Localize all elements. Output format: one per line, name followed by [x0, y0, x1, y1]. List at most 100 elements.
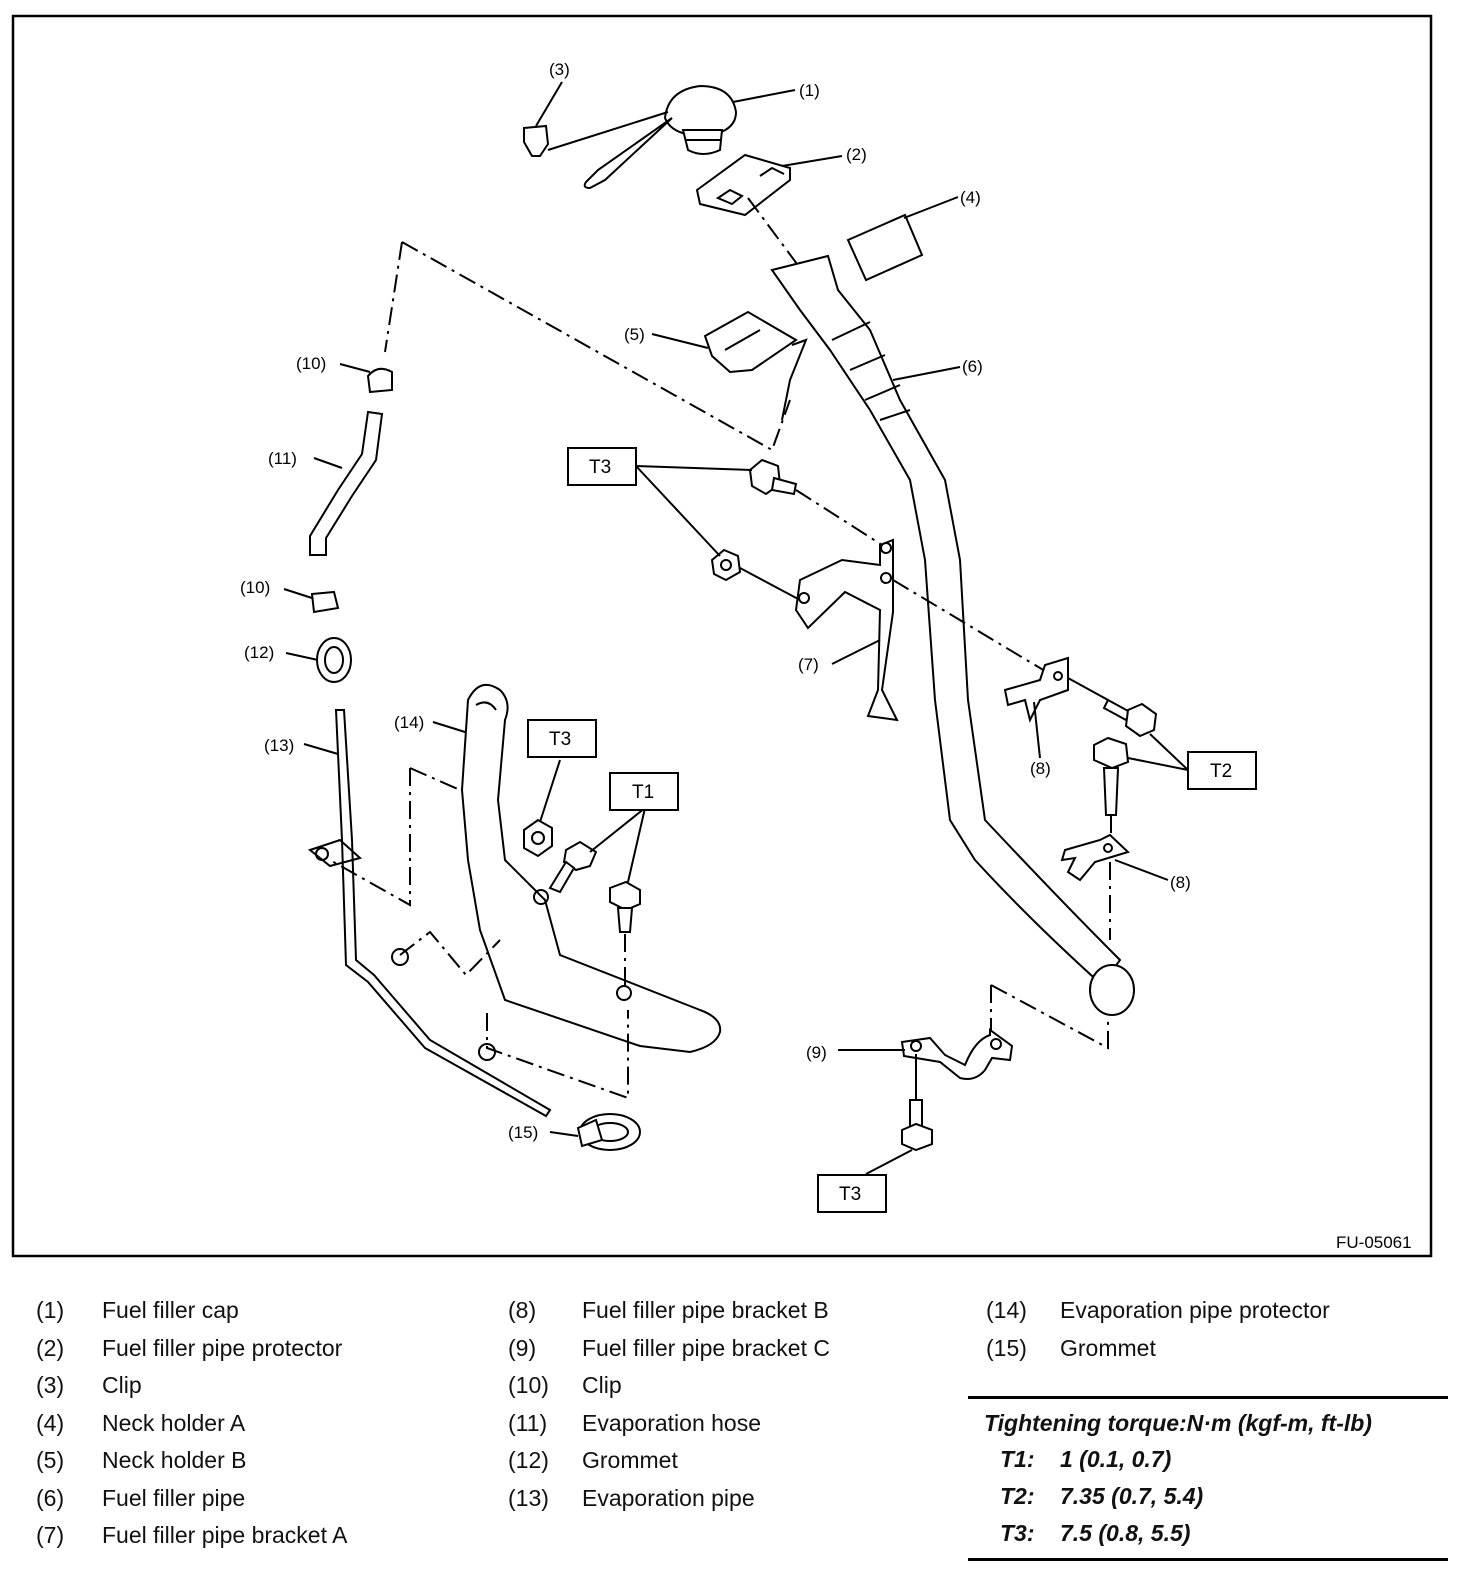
legend-label: Neck holder B — [102, 1447, 247, 1474]
torque-key: T2: — [1000, 1483, 1035, 1509]
legend-number: (13) — [508, 1484, 549, 1511]
legend-label: Fuel filler pipe bracket B — [582, 1297, 829, 1324]
legend-label: Evaporation pipe — [582, 1484, 755, 1511]
bolt-t1-a-part — [548, 840, 598, 894]
legend-label: Neck holder A — [102, 1409, 246, 1436]
legend-item: (3)Clip — [36, 1367, 347, 1405]
legend-number: (14) — [986, 1297, 1027, 1324]
exploded-parts-diagram: .ln { stroke:#000; stroke-width:2; fill:… — [11, 14, 1433, 1258]
torque-tag-t1: T1 — [632, 782, 654, 803]
torque-tag-t3-top-box — [567, 447, 637, 486]
grommet-15-part — [576, 1113, 641, 1151]
callout-5: (5) — [624, 325, 645, 344]
legend-number: (5) — [36, 1447, 65, 1474]
torque-tag-t2-box — [1187, 751, 1257, 790]
torque-key: T3: — [1000, 1520, 1035, 1546]
torque-tag-t3-left: T3 — [549, 729, 571, 750]
legend-item: (2) Fuel filler pipe protector — [36, 1330, 347, 1368]
grommet-12-part — [316, 637, 352, 683]
legend-item: (7) Fuel filler pipe bracket A — [36, 1517, 347, 1555]
figure-id: FU-05061 — [1336, 1233, 1412, 1252]
torque-tag-t3-bottom: T3 — [839, 1184, 861, 1205]
callout-2: (2) — [846, 145, 867, 164]
legend-item: (4) Neck holder A — [36, 1405, 347, 1443]
legend-number: (7) — [36, 1522, 65, 1549]
callout-11: (11) — [268, 449, 297, 468]
legend-number: (6) — [36, 1484, 65, 1511]
legend-number: (15) — [986, 1334, 1027, 1361]
fuel-filler-pipe-part — [770, 254, 1135, 1016]
fuel-filler-pipe-bracket-b-lower-part — [1060, 833, 1130, 882]
callout-10-upper: (10) — [296, 354, 326, 373]
torque-tag-t3-left-box — [527, 719, 597, 758]
diagram-frame — [11, 14, 1433, 1258]
legend-column-3: (14) Evaporation pipe protector (15) Gromm… — [986, 1292, 1330, 1367]
callout-7: (7) — [798, 655, 819, 674]
legend-number: (10) — [508, 1372, 549, 1399]
legend-label: Fuel filler cap — [102, 1297, 239, 1324]
legend-item: (10) Clip — [508, 1367, 830, 1405]
torque-key: T1: — [1000, 1446, 1035, 1472]
legend-number: (9) — [508, 1334, 537, 1361]
legend-number: (11) — [508, 1409, 548, 1436]
legend-label: Evaporation hose — [582, 1409, 762, 1436]
neck-holder-a-part — [846, 213, 924, 282]
neck-holder-b-part — [703, 310, 798, 374]
fuel-filler-pipe-bracket-c-part — [900, 1028, 1014, 1080]
evaporation-hose-part — [309, 410, 384, 556]
legend-item: (8) Fuel filler pipe bracket B — [508, 1292, 830, 1330]
bolt-t1-b-part — [609, 880, 641, 933]
callout-9: (9) — [806, 1043, 827, 1062]
legend-item: (5) Neck holder B — [36, 1442, 347, 1480]
bolt-t2-b-part — [1093, 736, 1130, 816]
washer-t3-part — [710, 548, 742, 582]
torque-tag-t2: T2 — [1210, 761, 1232, 782]
torque-tag-t3-bottom-box — [817, 1174, 887, 1213]
callout-8-upper: (8) — [1030, 759, 1051, 778]
legend-item: (13) Evaporation pipe — [508, 1480, 830, 1518]
nut-t3-left-part — [523, 818, 553, 858]
legend-number: (2) — [36, 1334, 65, 1361]
callout-10-lower: (10) — [240, 578, 270, 597]
callout-13: (13) — [264, 736, 294, 755]
fuel-filler-pipe-protector-part — [695, 153, 791, 217]
callout-14: (14) — [394, 713, 424, 732]
legend-column-1: (1) Fuel filler cap (2) Fuel filler pipe p… — [36, 1292, 347, 1555]
legend-label: Clip — [582, 1372, 622, 1399]
torque-row: T1: 1 (0.1, 0.7) — [968, 1441, 1448, 1478]
torque-table: Tightening torque:N·m (kgf-m, ft-lb) T1:… — [968, 1396, 1448, 1561]
torque-tag-t1-box — [609, 772, 679, 811]
legend-number: (8) — [508, 1297, 537, 1324]
legend-item: (9) Fuel filler pipe bracket C — [508, 1330, 830, 1368]
legend-label: Fuel filler pipe bracket C — [582, 1334, 830, 1361]
legend-column-2: (8) Fuel filler pipe bracket B (9) Fuel fi… — [508, 1292, 830, 1517]
bolt-t3-top-part — [748, 458, 798, 496]
legend-label: Fuel filler pipe — [102, 1484, 246, 1511]
fuel-filler-pipe-bracket-b-upper-part — [1003, 656, 1069, 723]
torque-row: T2: 7.35 (0.7, 5.4) — [968, 1478, 1448, 1515]
legend-item: (11) Evaporation hose — [508, 1405, 830, 1443]
legend-label: Clip — [102, 1372, 142, 1399]
fuel-filler-cap-part — [663, 84, 738, 155]
legend-number: (12) — [508, 1447, 549, 1474]
legend-label: Evaporation pipe protector — [1060, 1297, 1330, 1324]
bolt-t2-a-part — [1102, 698, 1158, 738]
callout-15: (15) — [508, 1123, 538, 1142]
legend-label: Fuel filler pipe bracket A — [102, 1522, 348, 1549]
legend-number: (1) — [36, 1297, 65, 1324]
torque-row: T3:7.5 (0.8, 5.5) — [968, 1515, 1448, 1552]
legend-label: Grommet — [582, 1447, 678, 1474]
legend-item: (14) Evaporation pipe protector — [986, 1292, 1330, 1330]
evaporation-pipe-protector-part — [460, 683, 722, 1054]
torque-value: 7.35 (0.7, 5.4) — [1060, 1483, 1204, 1509]
callout-1: (1) — [799, 81, 820, 100]
legend-label: Fuel filler pipe protector — [102, 1334, 343, 1361]
legend-number: (4) — [36, 1409, 65, 1436]
callout-3: (3) — [549, 60, 570, 79]
torque-tag-t3-top: T3 — [589, 457, 611, 478]
legend-label: Grommet — [1060, 1334, 1156, 1361]
bolt-t3-bottom-part — [901, 1099, 933, 1152]
torque-value: 1 (0.1, 0.7) — [1060, 1446, 1172, 1472]
clip-10-top-part — [366, 367, 393, 394]
torque-table-title: Tightening torque:N·m (kgf-m, ft-lb) — [984, 1410, 1372, 1436]
